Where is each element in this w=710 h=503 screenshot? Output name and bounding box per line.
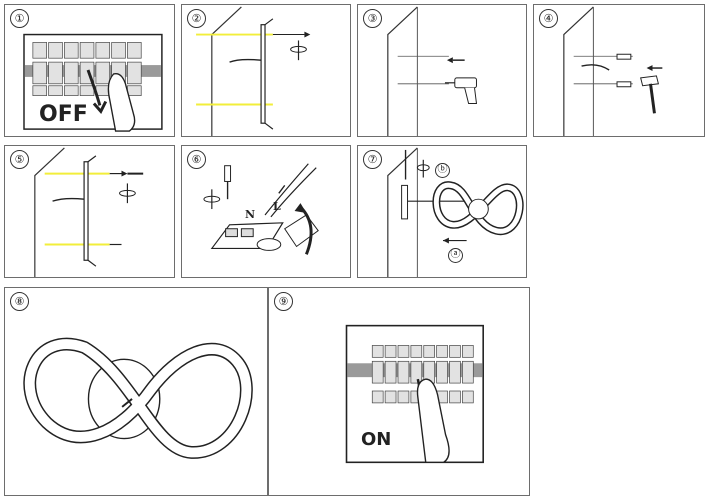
step-7-panel: ⑦ ⓑ ⓐ [357, 145, 527, 278]
step-2-panel: ② [181, 4, 351, 137]
step-4-panel: ④ [533, 4, 705, 137]
marker-a: ⓐ [448, 248, 463, 263]
step-8-number: ⑧ [10, 292, 29, 311]
step-5-number: ⑤ [10, 150, 29, 169]
step-5-panel: ⑤ [4, 145, 175, 278]
step-2-number: ② [187, 9, 206, 28]
hammer-icon [640, 75, 660, 114]
step-8-panel: ⑧ [4, 287, 268, 496]
on-label: ON [361, 429, 392, 450]
infinity-lamp-icon [23, 337, 253, 459]
breaker-panel-icon [23, 33, 163, 132]
step-7-number: ⑦ [363, 150, 382, 169]
step-6-panel: ⑥ N L [181, 145, 351, 278]
marker-b: ⓑ [435, 163, 450, 178]
step-1-panel: ① OFF [4, 4, 175, 137]
step-1-number: ① [10, 9, 29, 28]
step-3-panel: ③ [357, 4, 527, 137]
step-4-number: ④ [539, 9, 558, 28]
screwdriver-icon [224, 165, 232, 200]
infinity-lamp-icon [387, 147, 524, 277]
wire-label-n: N [245, 208, 256, 221]
step-9-panel: ⑨ ON [268, 287, 530, 496]
step-3-number: ③ [363, 9, 382, 28]
step-6-number: ⑥ [187, 150, 206, 169]
drill-icon [387, 6, 478, 136]
bracket-icon [196, 6, 311, 136]
step-9-number: ⑨ [274, 292, 293, 311]
screwdriver-icon [290, 40, 307, 61]
wire-label-l: L [273, 200, 281, 213]
wall-plug-icon [563, 6, 663, 136]
terminal-block-icon [203, 163, 319, 255]
breaker-panel-icon [345, 324, 484, 464]
off-label: OFF [39, 102, 88, 127]
